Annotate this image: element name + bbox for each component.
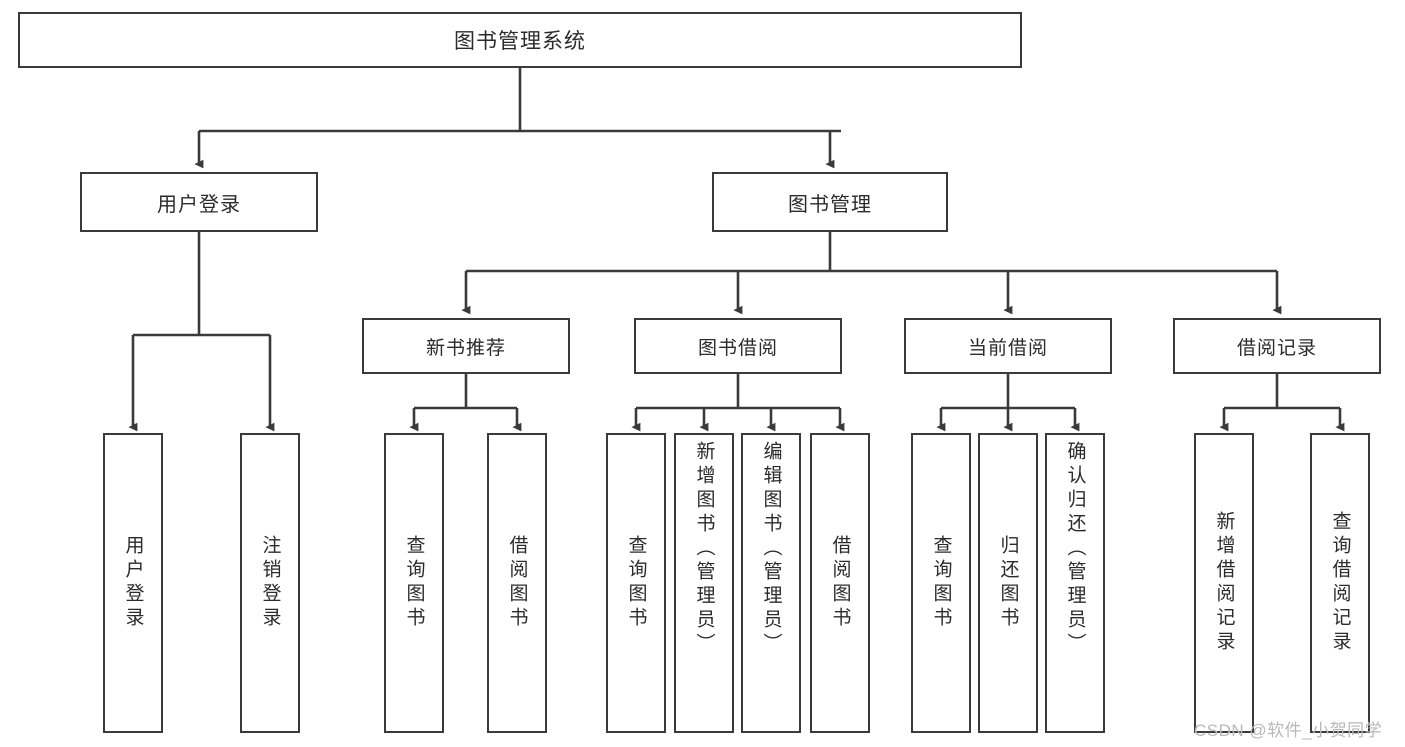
node-book-management[interactable]: 图书管理 (712, 172, 948, 232)
node-book-borrow[interactable]: 图书借阅 (634, 318, 842, 374)
node-borrow-record[interactable]: 借阅记录 (1173, 318, 1381, 374)
leaf-current-return-book[interactable]: 归还图书 (978, 433, 1038, 733)
csdn-watermark: CSDN @软件_小贺同学 (1194, 721, 1383, 740)
leaf-record-add-record[interactable]: 新增借阅记录 (1194, 433, 1254, 733)
node-current-borrow[interactable]: 当前借阅 (904, 318, 1112, 374)
leaf-recommend-borrow-book[interactable]: 借阅图书 (487, 433, 547, 733)
leaf-borrow-query-book[interactable]: 查询图书 (606, 433, 666, 733)
leaf-recommend-query-book[interactable]: 查询图书 (384, 433, 444, 733)
leaf-record-query-record[interactable]: 查询借阅记录 (1310, 433, 1370, 733)
leaf-borrow-edit-book-admin[interactable]: 编辑图书（管理员） (741, 433, 801, 733)
leaf-current-confirm-return-admin[interactable]: 确认归还（管理员） (1045, 433, 1105, 733)
leaf-borrow-add-book-admin[interactable]: 新增图书（管理员） (674, 433, 734, 733)
leaf-user-login-signin[interactable]: 用户登录 (103, 433, 163, 733)
leaf-borrow-borrow-book[interactable]: 借阅图书 (810, 433, 870, 733)
node-root[interactable]: 图书管理系统 (18, 12, 1022, 68)
node-new-book-recommend[interactable]: 新书推荐 (362, 318, 570, 374)
leaf-user-login-signout[interactable]: 注销登录 (240, 433, 300, 733)
node-user-login[interactable]: 用户登录 (80, 172, 318, 232)
leaf-current-query-book[interactable]: 查询图书 (911, 433, 971, 733)
